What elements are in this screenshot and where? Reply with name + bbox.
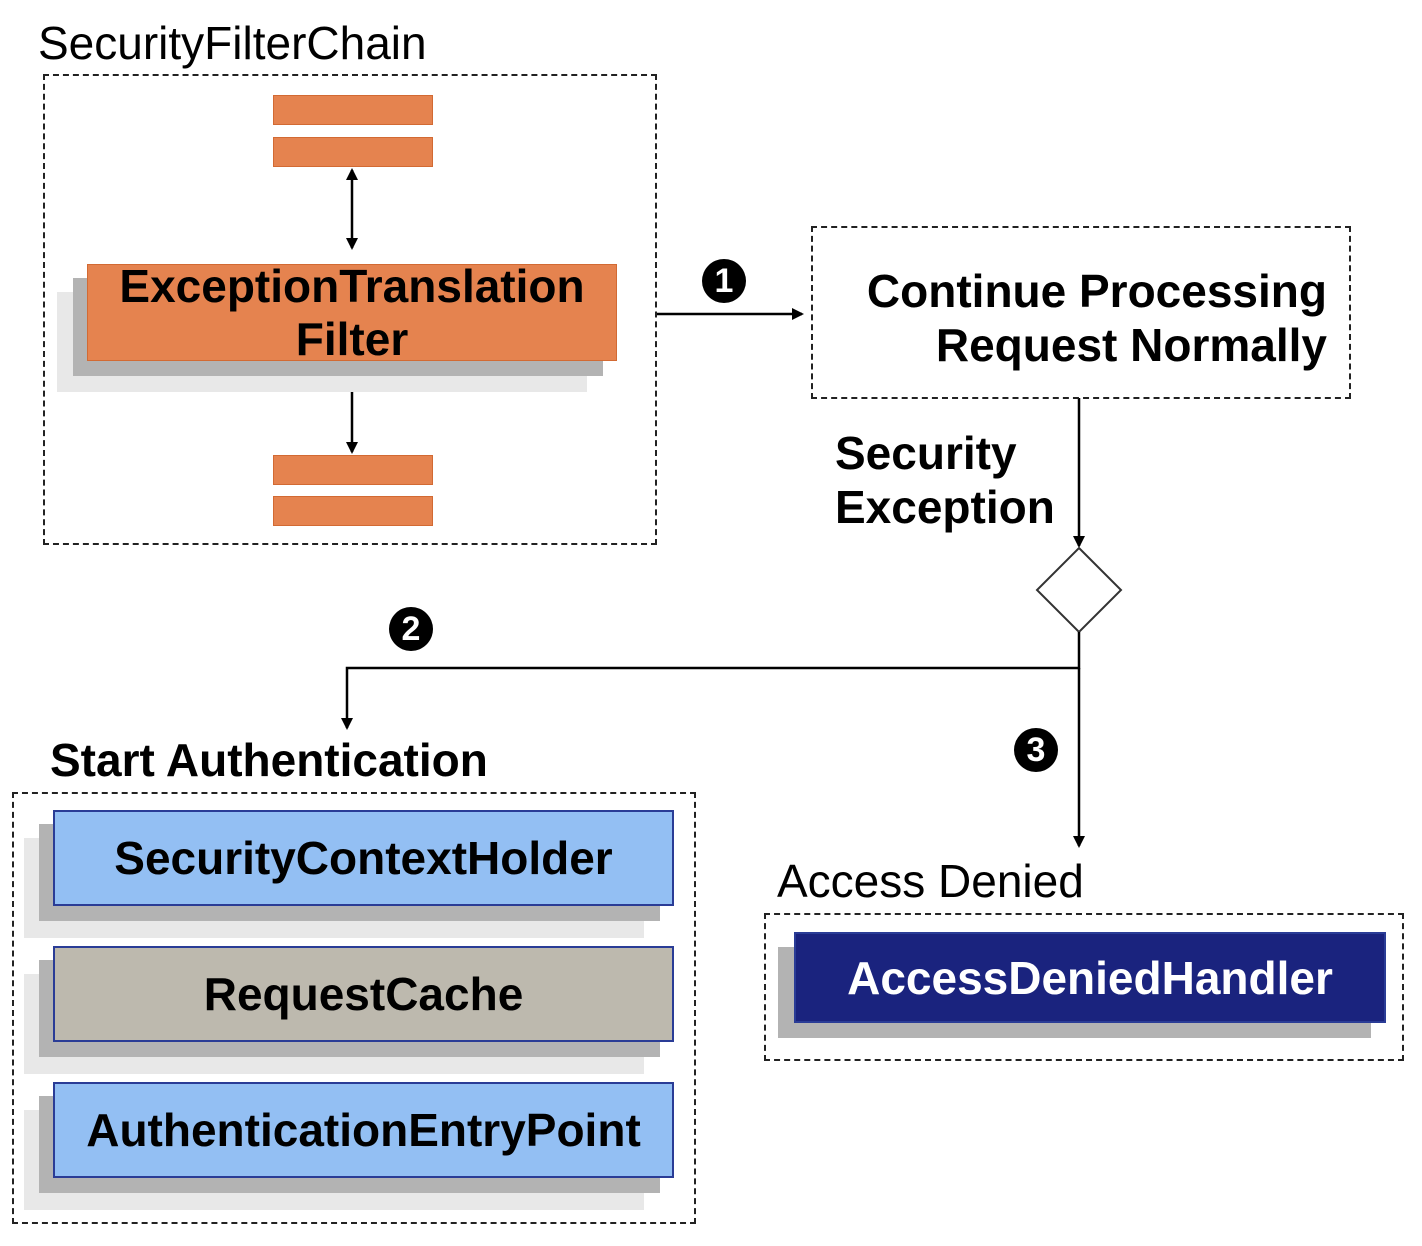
start-auth-title: Start Authentication (50, 734, 488, 786)
access-denied-handler-box: AccessDeniedHandler (794, 932, 1386, 1023)
security-filter-chain-container (43, 74, 657, 545)
start-authentication-container (12, 792, 696, 1224)
filter-bar (273, 455, 433, 485)
filter-bar (273, 95, 433, 125)
filter-bar (273, 137, 433, 167)
exception-translation-filter: ExceptionTranslation Filter (87, 260, 617, 365)
security-context-holder-box: SecurityContextHolder (53, 810, 674, 906)
request-cache-box: RequestCache (53, 946, 674, 1042)
continue-line2: Request Normally (935, 319, 1327, 372)
exception-translation-filter-line2: Filter (295, 312, 409, 365)
access-denied-container (764, 913, 1404, 1061)
step-1-badge: 1 (702, 259, 746, 303)
security-exception-label: Security Exception (835, 426, 1055, 535)
authentication-entry-point-box: AuthenticationEntryPoint (53, 1082, 674, 1178)
security-exception-line2: Exception (835, 481, 1055, 534)
access-denied-title: Access Denied (777, 855, 1084, 907)
step-2-badge: 2 (389, 607, 433, 651)
security-exception-line1: Security (835, 427, 1017, 479)
continue-processing-box (811, 226, 1351, 399)
decision-diamond (1035, 546, 1123, 634)
continue-processing-text: Continue Processing Request Normally (811, 264, 1327, 373)
chain-title: SecurityFilterChain (38, 17, 427, 69)
exception-translation-filter-line1: ExceptionTranslation (119, 259, 585, 312)
filter-bar (273, 496, 433, 526)
arrow-start-auth (341, 632, 1081, 730)
step-3-badge: 3 (1014, 728, 1058, 772)
continue-line1: Continue Processing (866, 265, 1327, 317)
